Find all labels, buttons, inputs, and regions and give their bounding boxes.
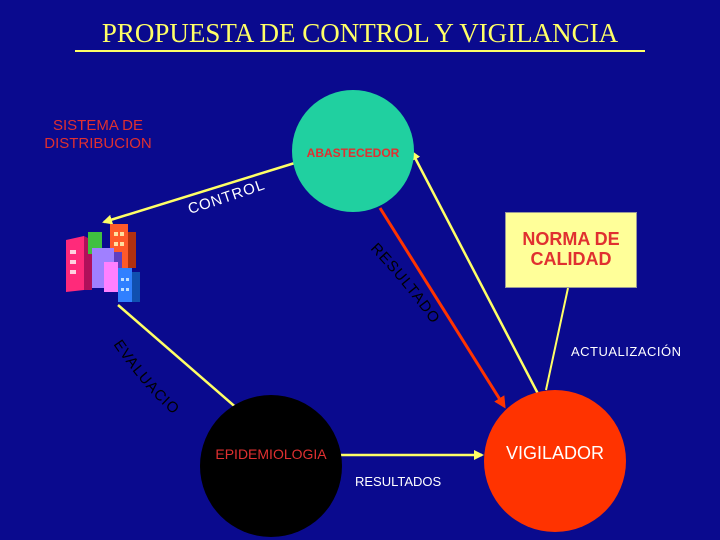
actualizacion-label: ACTUALIZACIÓN bbox=[571, 344, 682, 359]
norma-calidad-label: NORMA DE CALIDAD bbox=[506, 229, 636, 269]
resultados-bottom-label: RESULTADOS bbox=[355, 474, 441, 489]
epidemiologia-node bbox=[200, 395, 342, 537]
epidemiologia-label: EPIDEMIOLOGIA bbox=[200, 446, 342, 462]
vigilador-label: VIGILADOR bbox=[484, 443, 626, 464]
norma-calidad-box: NORMA DE CALIDAD bbox=[505, 212, 637, 288]
